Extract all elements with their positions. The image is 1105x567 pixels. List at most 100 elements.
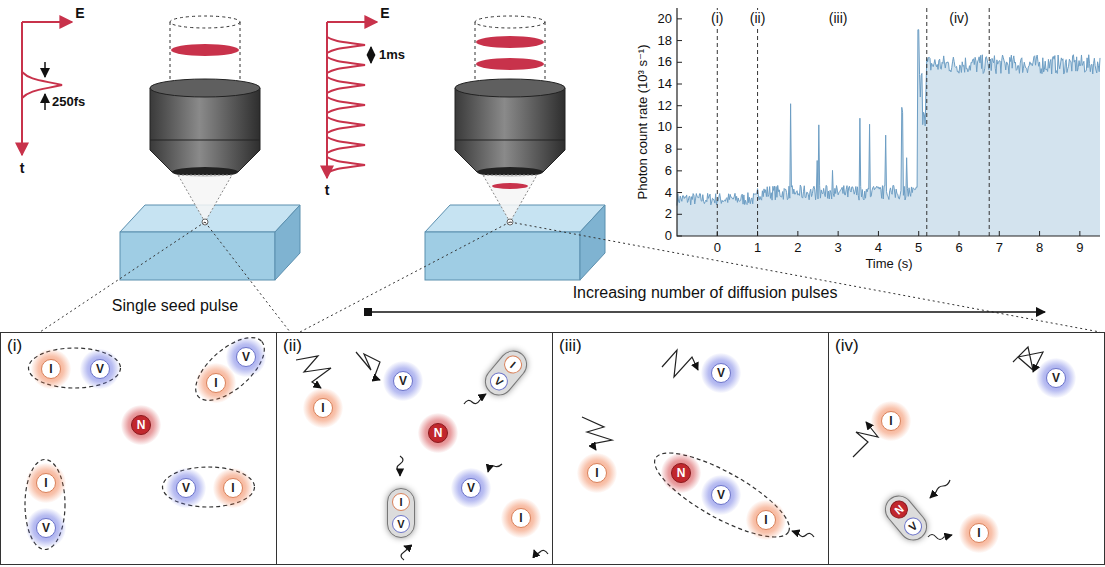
defect-letter: I bbox=[881, 411, 901, 431]
tick-label: 6 bbox=[665, 163, 672, 178]
tick-label: 2 bbox=[794, 241, 801, 256]
defect-letter: N bbox=[131, 415, 151, 435]
defect-circle: V bbox=[26, 508, 66, 548]
axis-title: Time (s) bbox=[865, 257, 912, 272]
tick-label: 7 bbox=[996, 241, 1003, 256]
defect-letter: V bbox=[236, 347, 256, 367]
axis-tick bbox=[677, 214, 682, 215]
defect-circle: V bbox=[701, 475, 741, 515]
tick-label: 6 bbox=[955, 241, 962, 256]
pulse-diagram-single bbox=[44, 62, 46, 77]
random-walk bbox=[853, 347, 1043, 540]
caption-text: Single seed pulse bbox=[112, 297, 238, 315]
pulse-axis-label: 250fs bbox=[52, 95, 85, 110]
chart-axis bbox=[677, 8, 1100, 236]
random-walk bbox=[296, 356, 331, 388]
axis-tick bbox=[959, 231, 960, 236]
defect-circle: V bbox=[1036, 358, 1076, 398]
zoom-line bbox=[300, 222, 510, 332]
pulse-diagram-train bbox=[327, 22, 377, 178]
tick-label: 0 bbox=[665, 229, 672, 244]
dashed-pair-outline bbox=[185, 326, 275, 411]
axis-tick bbox=[918, 231, 919, 236]
microscope bbox=[425, 16, 605, 280]
phase-divider bbox=[717, 8, 718, 236]
defect-letter: V bbox=[711, 363, 731, 383]
stage-panel: (iv) V I NV I bbox=[828, 332, 1105, 565]
defect-circle: N bbox=[418, 413, 458, 453]
progress-arrow bbox=[364, 308, 1045, 316]
axis-tick bbox=[677, 127, 682, 128]
defect-letter: V bbox=[711, 485, 731, 505]
tick-label: 5 bbox=[915, 241, 922, 256]
laser-beam bbox=[171, 44, 239, 56]
tick-label: 2 bbox=[665, 207, 672, 222]
zoom-line bbox=[40, 222, 205, 332]
defect-letter: I bbox=[756, 510, 776, 530]
tick-label: 10 bbox=[658, 120, 672, 135]
defect-letter: V bbox=[176, 478, 196, 498]
defect-circle: I bbox=[577, 453, 617, 493]
defect-letter: V bbox=[1046, 368, 1066, 388]
panel-label: (iii) bbox=[559, 336, 582, 356]
defect-pair: NV bbox=[879, 490, 933, 546]
dashed-pair-outline bbox=[163, 467, 255, 507]
tick-label: 4 bbox=[665, 185, 672, 200]
laser-beam bbox=[476, 36, 544, 189]
pulse-axis-label: E bbox=[75, 5, 84, 21]
random-walk bbox=[662, 350, 698, 377]
axis-tick bbox=[677, 149, 682, 150]
defect-letter: N bbox=[428, 423, 448, 443]
axis-tick bbox=[677, 84, 682, 85]
defect-letter: V bbox=[36, 518, 56, 538]
phase-divider bbox=[757, 8, 758, 236]
tick-label: 8 bbox=[665, 142, 672, 157]
tick-label: 18 bbox=[658, 33, 672, 48]
laser-beam bbox=[476, 58, 544, 70]
defect-circle: V bbox=[451, 468, 491, 508]
panel-label: (i) bbox=[7, 336, 22, 356]
pulse-diagram-single bbox=[21, 22, 23, 155]
defect-circle: I bbox=[959, 513, 999, 553]
zoom-line bbox=[205, 222, 290, 332]
random-walk bbox=[464, 394, 486, 404]
pulse-axis-label: E bbox=[380, 5, 389, 21]
tick-label: 0 bbox=[714, 241, 721, 256]
defect-circle: I bbox=[746, 500, 786, 540]
defect-letter: I bbox=[969, 523, 989, 543]
axis-tick bbox=[1039, 231, 1040, 236]
pulse-axis-label: t bbox=[20, 160, 25, 176]
defect-circle: I bbox=[303, 388, 343, 428]
defect-circle: V bbox=[383, 361, 423, 401]
defect-circle: V bbox=[80, 349, 120, 389]
defect-circle: I bbox=[501, 498, 541, 538]
stage-panel: (ii)IVIVNIVVI bbox=[276, 332, 553, 565]
axis-tick bbox=[838, 231, 839, 236]
defect-letter: V bbox=[393, 371, 413, 391]
axis-tick bbox=[878, 231, 879, 236]
tick-label: 9 bbox=[1076, 241, 1083, 256]
axis-tick bbox=[677, 170, 682, 171]
defect-letter: I bbox=[41, 359, 61, 379]
pulse-diagram-single bbox=[22, 22, 72, 155]
defect-pair: IV bbox=[479, 345, 533, 401]
defect-pair: IV bbox=[387, 488, 415, 538]
tick-label: 3 bbox=[835, 241, 842, 256]
random-walk bbox=[488, 464, 502, 472]
defect-circle: I bbox=[871, 401, 911, 441]
random-walk bbox=[928, 535, 952, 540]
stage-panel: (i)IVVINIVIV bbox=[0, 332, 277, 565]
defect-circle: I bbox=[26, 463, 66, 503]
defect-letter: I bbox=[511, 508, 531, 528]
pulse-axis-label: 1ms bbox=[379, 48, 405, 63]
random-walk bbox=[534, 550, 548, 554]
random-walk bbox=[401, 546, 407, 560]
tick-label: 20 bbox=[658, 11, 672, 26]
pulse-diagram-train bbox=[370, 47, 371, 63]
progress-arrow bbox=[368, 311, 1045, 313]
panel-label: (iv) bbox=[835, 336, 859, 356]
axis-title: Photon count rate (10³ s⁻¹) bbox=[636, 45, 651, 200]
defect-circle: N bbox=[121, 405, 161, 445]
defect-letter: I bbox=[392, 493, 410, 511]
